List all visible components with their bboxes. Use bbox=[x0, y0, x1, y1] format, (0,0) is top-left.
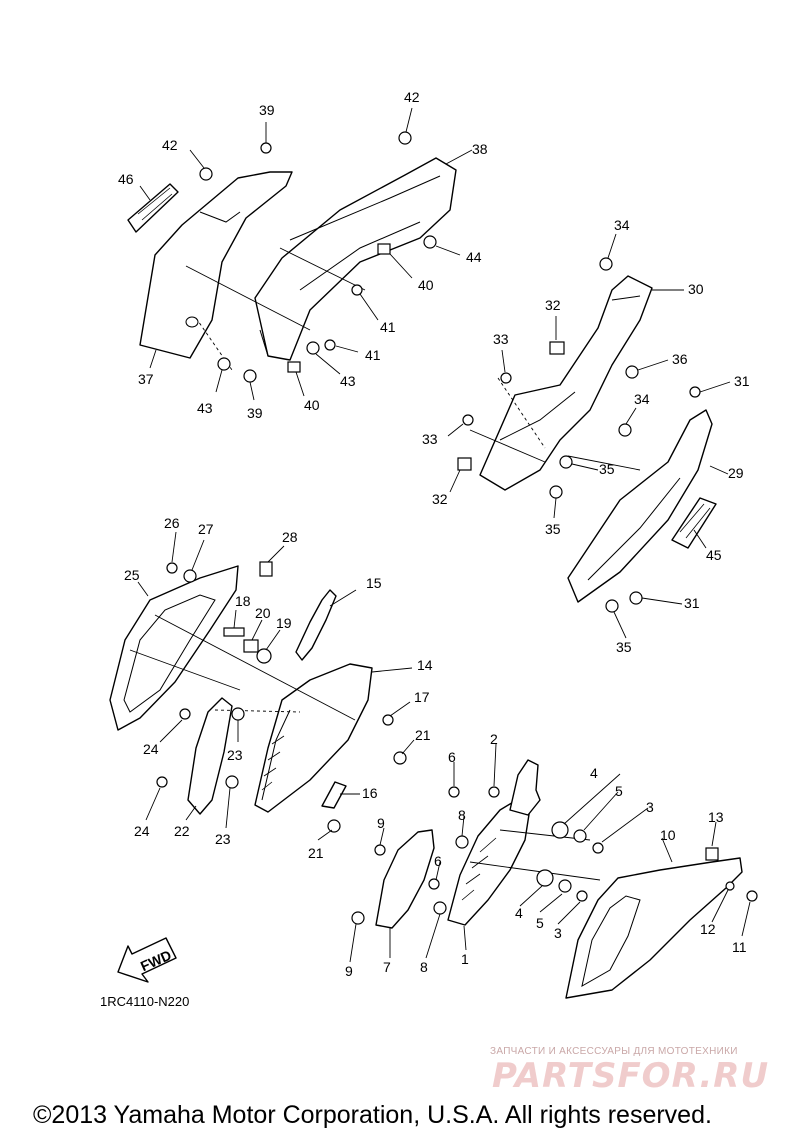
callout-4: 4 bbox=[590, 765, 598, 781]
callout-18: 18 bbox=[235, 593, 251, 609]
callout-23: 23 bbox=[215, 831, 231, 847]
callout-29: 29 bbox=[728, 465, 744, 481]
callout-leaders bbox=[137, 107, 751, 963]
callout-20: 20 bbox=[255, 605, 271, 621]
fwd-arrow: FWD bbox=[117, 937, 177, 983]
watermark-logo: PARTSFOR.RU bbox=[492, 1056, 770, 1096]
callout-42: 42 bbox=[162, 137, 178, 153]
callout-45: 45 bbox=[706, 547, 722, 563]
callout-6: 6 bbox=[434, 853, 442, 869]
callout-11: 11 bbox=[732, 939, 747, 955]
callout-21: 21 bbox=[415, 727, 431, 743]
callout-3: 3 bbox=[554, 925, 562, 941]
callout-19: 19 bbox=[276, 615, 292, 631]
callout-9: 9 bbox=[345, 963, 353, 979]
callout-22: 22 bbox=[174, 823, 190, 839]
callout-28: 28 bbox=[282, 529, 298, 545]
part-25-cowl bbox=[109, 565, 239, 731]
callout-40: 40 bbox=[418, 277, 434, 293]
callout-31: 31 bbox=[684, 595, 700, 611]
part-14-cover bbox=[254, 663, 373, 813]
callout-35: 35 bbox=[616, 639, 632, 655]
callout-30: 30 bbox=[688, 281, 704, 297]
callout-9: 9 bbox=[377, 815, 385, 831]
part-30-bracket bbox=[479, 275, 653, 491]
callout-2: 2 bbox=[490, 731, 498, 747]
callout-8: 8 bbox=[458, 807, 466, 823]
callout-17: 17 bbox=[414, 689, 430, 705]
callout-13: 13 bbox=[708, 809, 724, 825]
callout-31: 31 bbox=[734, 373, 750, 389]
lower-right-assembly bbox=[375, 759, 743, 999]
callout-23: 23 bbox=[227, 747, 243, 763]
callout-43: 43 bbox=[197, 400, 213, 416]
callout-35: 35 bbox=[599, 461, 615, 477]
callout-33: 33 bbox=[493, 331, 509, 347]
callout-5: 5 bbox=[536, 915, 544, 931]
callout-42: 42 bbox=[404, 89, 420, 105]
callout-4: 4 bbox=[515, 905, 523, 921]
callout-25: 25 bbox=[124, 567, 140, 583]
part-37-side-cover bbox=[139, 171, 293, 359]
callout-3: 3 bbox=[646, 799, 654, 815]
part-7-panel bbox=[375, 829, 435, 929]
callout-8: 8 bbox=[420, 959, 428, 975]
callout-24: 24 bbox=[143, 741, 159, 757]
callout-43: 43 bbox=[340, 373, 356, 389]
drawing-code: 1RC4110-N220 bbox=[100, 994, 190, 1009]
part-15-bracket bbox=[295, 589, 337, 661]
callout-40: 40 bbox=[304, 397, 320, 413]
callout-32: 32 bbox=[432, 491, 448, 507]
callout-10: 10 bbox=[660, 827, 676, 843]
part-45-label bbox=[671, 497, 717, 549]
fwd-arrow-icon bbox=[117, 937, 177, 983]
callout-14: 14 bbox=[417, 657, 433, 673]
callout-33: 33 bbox=[422, 431, 438, 447]
callout-5: 5 bbox=[615, 783, 623, 799]
callout-6: 6 bbox=[448, 749, 456, 765]
callout-12: 12 bbox=[700, 921, 716, 937]
part-2-stay bbox=[509, 759, 541, 816]
part-16-clip bbox=[321, 781, 347, 809]
callout-35: 35 bbox=[545, 521, 561, 537]
callout-39: 39 bbox=[247, 405, 263, 421]
part-29-side-cowl bbox=[567, 409, 713, 603]
copyright-notice: ©2013 Yamaha Motor Corporation, U.S.A. A… bbox=[33, 1101, 712, 1129]
callout-36: 36 bbox=[672, 351, 688, 367]
callout-16: 16 bbox=[362, 785, 378, 801]
upper-right-assembly bbox=[469, 275, 717, 603]
middle-left-assembly bbox=[109, 565, 373, 815]
upper-left-assembly bbox=[127, 157, 457, 371]
part-10-cowl bbox=[565, 857, 743, 999]
watermark-tagline: ЗАПЧАСТИ И АКСЕССУАРЫ ДЛЯ МОТОТЕХНИКИ bbox=[490, 1046, 738, 1057]
part-46-label bbox=[127, 183, 179, 233]
callout-7: 7 bbox=[383, 959, 391, 975]
callout-44: 44 bbox=[466, 249, 482, 265]
part-22-plate bbox=[187, 697, 233, 815]
callout-41: 41 bbox=[365, 347, 381, 363]
callout-21: 21 bbox=[308, 845, 324, 861]
callout-24: 24 bbox=[134, 823, 150, 839]
callout-46: 46 bbox=[118, 171, 134, 187]
callout-15: 15 bbox=[366, 575, 382, 591]
callout-34: 34 bbox=[614, 217, 630, 233]
callout-numbers: 39 42 46 37 43 39 40 43 41 41 40 44 42 3… bbox=[118, 89, 750, 979]
callout-38: 38 bbox=[472, 141, 488, 157]
callout-39: 39 bbox=[259, 102, 275, 118]
callout-32: 32 bbox=[545, 297, 561, 313]
callout-34: 34 bbox=[634, 391, 650, 407]
part-38-inner-panel bbox=[254, 157, 457, 361]
fasteners bbox=[156, 131, 758, 925]
callout-37: 37 bbox=[138, 371, 154, 387]
callout-41: 41 bbox=[380, 319, 396, 335]
callout-27: 27 bbox=[198, 521, 214, 537]
callout-26: 26 bbox=[164, 515, 180, 531]
callout-1: 1 bbox=[461, 951, 469, 967]
